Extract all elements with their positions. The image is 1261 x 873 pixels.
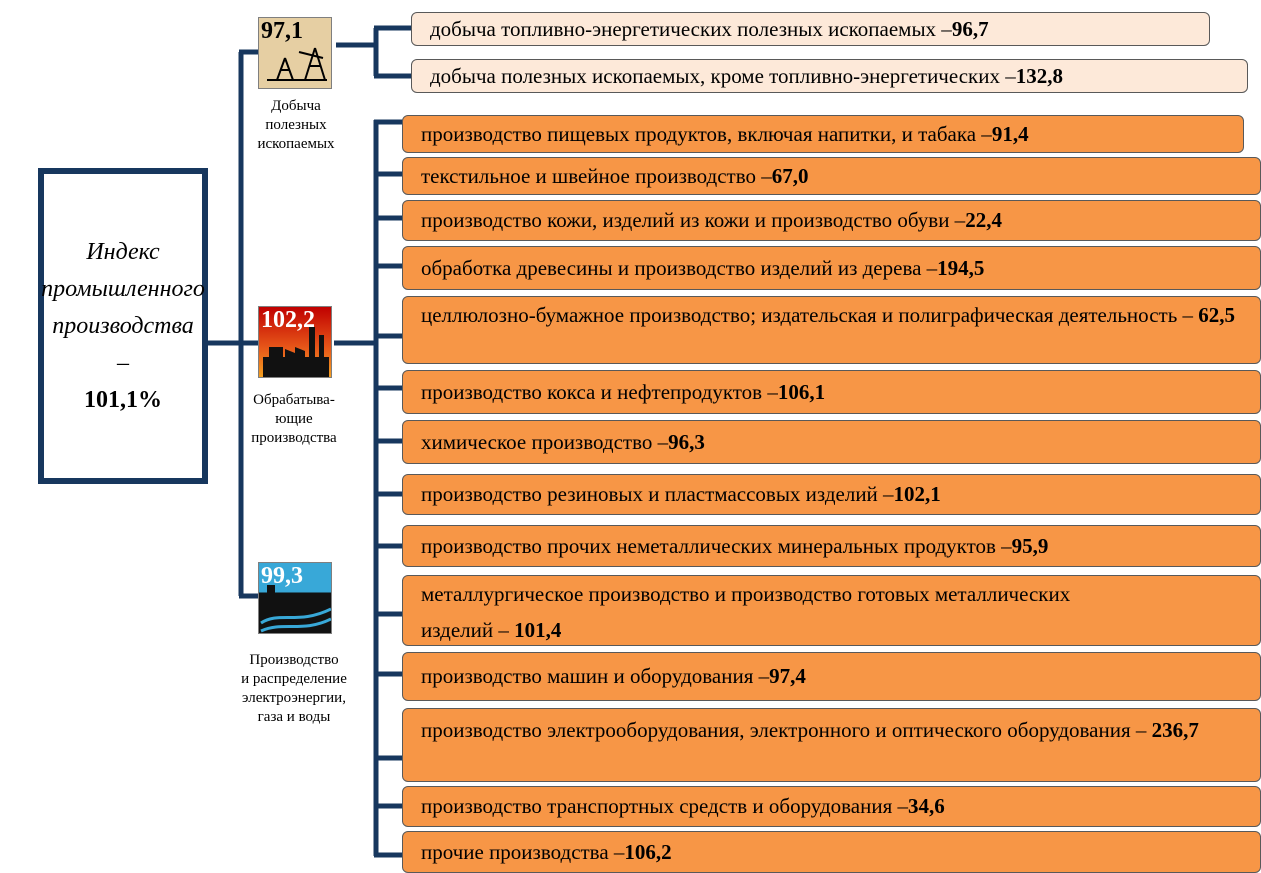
item-label: производство кокса и нефтепродуктов – [421,379,778,404]
caption-line: и распределение [241,671,347,687]
item-value: 236,7 [1151,718,1199,742]
mfg-item-nonmetallic: производство прочих неметаллических мине… [402,525,1261,567]
mining-item-fuel-energy: добыча топливно-энергетических полезных … [411,12,1210,46]
item-label: добыча полезных ископаемых, кроме топлив… [430,63,1016,88]
mfg-item-wood: обработка древесины и производство издел… [402,246,1261,290]
mfg-item-machinery: производство машин и оборудования – 97,4 [402,652,1261,701]
item-value: 102,1 [893,482,941,506]
caption-line: Производство [249,652,339,668]
main-index-value: 101,1% [84,386,162,413]
item-value: 194,5 [937,255,985,280]
manufacturing-index-value: 102,2 [261,307,315,333]
caption-line: газа и воды [257,709,331,725]
item-label: металлургическое производство и производ… [421,582,1071,642]
caption-line: ющие [275,411,313,427]
power-plant-icon: 99,3 [258,562,332,634]
mfg-item-rubber: производство резиновых и пластмассовых и… [402,474,1261,515]
mfg-item-metallurgy: металлургическое производство и производ… [402,575,1261,646]
item-value: 67,0 [771,163,809,188]
main-label-line1: Индекс [86,238,160,265]
mfg-item-chemical: химическое производство – 96,3 [402,420,1261,464]
industrial-production-index-box: Индекс промышленного производства – 101,… [38,168,208,484]
mfg-item-coke: производство кокса и нефтепродуктов – 10… [402,370,1261,414]
caption-line: электроэнергии, [242,690,346,706]
item-label: производство машин и оборудования – [421,664,770,688]
manufacturing-caption: Обрабатыва- ющие производства [238,391,350,448]
mfg-item-leather: производство кожи, изделий из кожи и про… [402,200,1261,241]
utilities-index-value: 99,3 [261,563,303,589]
item-value: 34,6 [908,794,945,818]
item-value: 97,4 [769,664,806,688]
caption-line: полезных [265,117,327,133]
mfg-item-textile: текстильное и швейное производство – 67,… [402,157,1261,195]
item-label: производство резиновых и пластмассовых и… [421,482,894,506]
mfg-item-other: прочие производства – 106,2 [402,831,1261,873]
item-label: текстильное и швейное производство – [421,163,772,188]
item-value: 106,1 [777,379,826,404]
main-label-line3: производства – [52,312,194,376]
mfg-item-pulp-paper: целлюлозно-бумажное производство; издате… [402,296,1261,364]
caption-line: производства [251,430,337,446]
item-value: 132,8 [1015,63,1063,88]
item-label: производство транспортных средств и обор… [421,794,909,818]
item-label: производство кожи, изделий из кожи и про… [421,208,966,232]
item-label: производство пищевых продуктов, включая … [421,121,992,146]
factory-icon: 102,2 [258,306,332,378]
utilities-caption: Производство и распределение электроэнер… [226,651,362,727]
caption-line: Добыча [271,98,321,114]
item-value: 96,7 [951,16,989,41]
mining-index-value: 97,1 [261,18,303,44]
item-value: 96,3 [668,429,705,454]
item-value: 22,4 [965,208,1002,232]
item-value: 62,5 [1198,303,1236,327]
item-value: 101,4 [514,618,562,642]
mfg-item-transport: производство транспортных средств и обор… [402,786,1261,827]
mfg-item-electrical: производство электрооборудования, электр… [402,708,1261,782]
item-label: производство электрооборудования, электр… [421,718,1152,742]
item-label: обработка древесины и производство издел… [421,255,938,280]
item-value: 91,4 [991,121,1029,146]
item-label: производство прочих неметаллических мине… [421,533,1012,558]
item-label: прочие производства – [421,839,625,864]
item-value: 95,9 [1011,533,1049,558]
caption-line: ископаемых [257,136,335,152]
main-label-line2: промышленного [41,275,205,302]
item-value: 106,2 [624,839,672,864]
mfg-item-food: производство пищевых продуктов, включая … [402,115,1244,153]
mining-item-non-fuel: добыча полезных ископаемых, кроме топлив… [411,59,1248,93]
item-label: целлюлозно-бумажное производство; издате… [421,303,1199,327]
mining-caption: Добыча полезных ископаемых [248,97,344,154]
item-label: химическое производство – [421,429,669,454]
caption-line: Обрабатыва- [253,392,335,408]
oil-derrick-icon: 97,1 [258,17,332,89]
item-label: добыча топливно-энергетических полезных … [430,16,952,41]
